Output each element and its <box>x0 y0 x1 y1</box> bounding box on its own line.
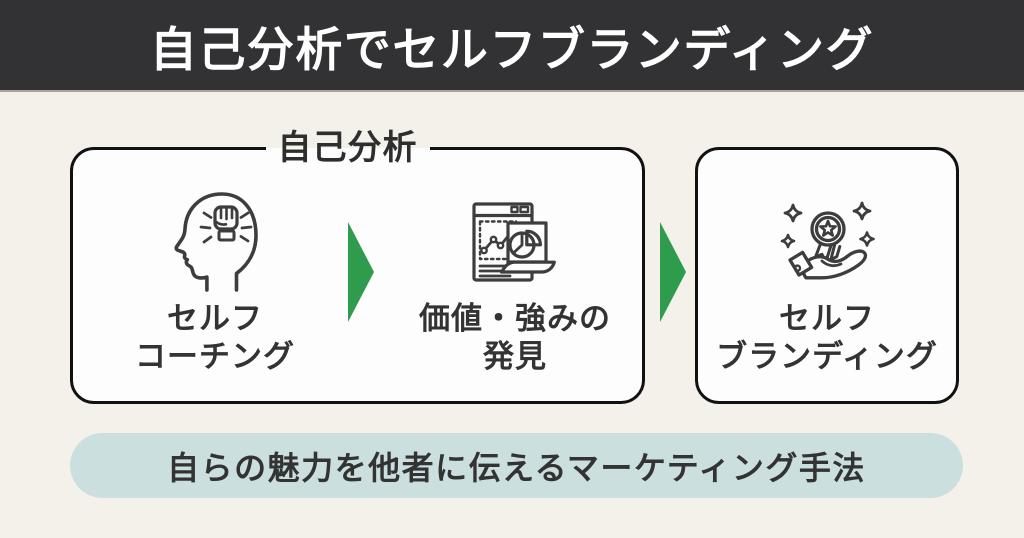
self-branding-box: セルフ ブランディング <box>695 147 959 404</box>
hand-medal-icon-svg <box>780 201 875 280</box>
step-label-line2: コーチング <box>135 339 295 374</box>
step-label: セルフ ブランディング <box>716 300 938 376</box>
title-banner: 自己分析でセルフブランディング <box>0 0 1024 92</box>
caption-pill: 自らの魅力を他者に伝えるマーケティング手法 <box>70 433 963 498</box>
caption-text: 自らの魅力を他者に伝えるマーケティング手法 <box>167 449 866 486</box>
step-self-branding: セルフ ブランディング <box>698 184 956 376</box>
step-self-coaching: セルフ コーチング <box>79 184 351 376</box>
group-label: 自己分析 <box>265 125 430 171</box>
step-value-discovery: 価値・強みの 発見 <box>385 184 645 376</box>
step-label-line1: セルフ <box>167 301 263 336</box>
documents-chart-icon-svg <box>472 202 556 282</box>
head-fist-icon <box>167 184 263 298</box>
step-label: 価値・強みの 発見 <box>419 300 611 376</box>
step-label-line2: 発見 <box>483 339 547 374</box>
head-fist-icon-svg <box>174 192 258 292</box>
step-label-line1: セルフ <box>779 301 875 336</box>
self-analysis-group-box: 自己分析 セルフ コーチング <box>70 125 645 404</box>
step-label: セルフ コーチング <box>135 300 295 376</box>
documents-chart-icon <box>465 184 565 298</box>
hand-medal-icon <box>777 184 877 298</box>
page-title: 自己分析でセルフブランディング <box>149 22 875 76</box>
step-label-line1: 価値・強みの <box>419 301 611 336</box>
flow-arrow-2 <box>660 222 686 322</box>
step-label-line2: ブランディング <box>716 339 938 374</box>
